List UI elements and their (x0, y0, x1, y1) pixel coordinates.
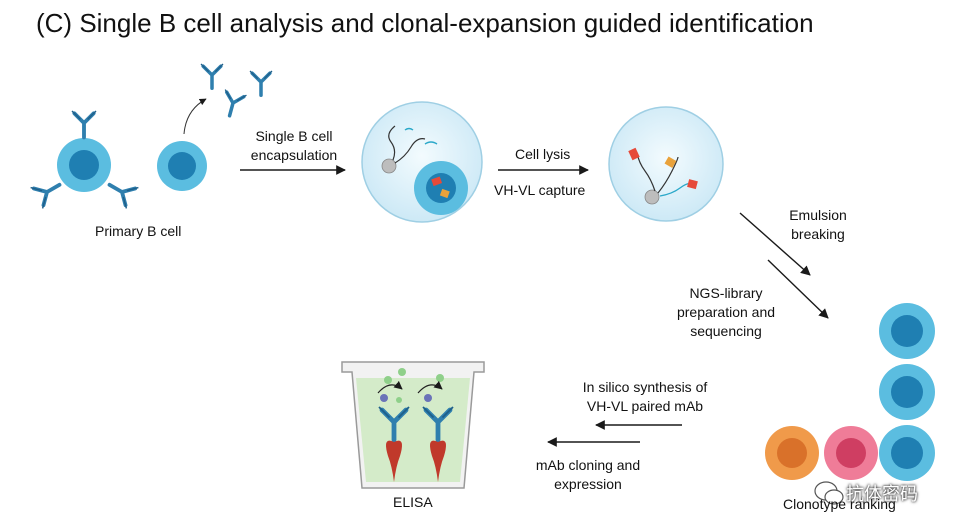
secreted-antibody-icon (199, 62, 274, 121)
emulsion-label-line2: breaking (791, 226, 845, 242)
clonotype-cells (765, 303, 935, 481)
cloning-label-line1: mAb cloning and (535, 457, 641, 473)
bead-icon (644, 189, 660, 205)
droplet-icon (608, 106, 724, 222)
elisa-label: ELISA (393, 494, 433, 510)
clonotype-ranking-label: Clonotype ranking (783, 496, 896, 512)
elisa-well-icon (341, 361, 485, 489)
watermark-text: 抗体密码 (846, 484, 918, 504)
vh-vl-capture-label: VH-VL capture (494, 182, 586, 198)
primary-b-cell-label: Primary B cell (95, 223, 182, 239)
secreting-b-cell-icon (157, 98, 207, 191)
primary-b-cell-icon (28, 109, 141, 211)
emulsion-arrow (739, 212, 811, 276)
emulsion-label-line1: Emulsion (789, 207, 847, 223)
encapsulation-label-line2: encapsulation (250, 147, 338, 163)
silico-label-line1: In silico synthesis of (582, 379, 708, 395)
bead-icon (381, 158, 397, 174)
ngs-label-line1: NGS-library (689, 285, 763, 301)
cell-lysis-label: Cell lysis (515, 146, 571, 162)
cloning-label-line2: expression (554, 476, 622, 492)
silico-label-line2: VH-VL paired mAb (586, 398, 704, 414)
ngs-label-line3: sequencing (690, 323, 762, 339)
droplet-icon (361, 101, 483, 223)
ngs-arrow (767, 259, 829, 319)
page-title: (C) Single B cell analysis and clonal-ex… (36, 8, 814, 38)
wechat-icon (814, 481, 844, 505)
encapsulation-label-line1: Single B cell (255, 128, 333, 144)
ngs-label-line2: preparation and (676, 304, 776, 320)
